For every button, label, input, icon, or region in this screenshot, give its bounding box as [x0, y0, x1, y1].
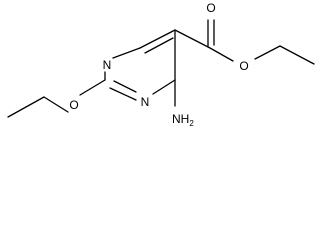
bond-n3-c2-inner — [113, 80, 137, 93]
amino-nh-label: NH — [172, 112, 189, 126]
bond-n1-c6 — [112, 47, 141, 59]
ethyl-ester-group — [174, 19, 315, 65]
atom-n-top: N — [103, 58, 112, 72]
atom-n-bottom: N — [141, 95, 150, 109]
bond-oester-ch2 — [254, 45, 281, 60]
bond-c5-carbonyl — [174, 29, 211, 49]
atom-o-ethoxy: O — [69, 98, 78, 112]
amino-subscript: 2 — [189, 119, 194, 128]
ethoxy-group — [7, 79, 106, 118]
bond-ch2-ch3 — [279, 45, 315, 65]
bond-carbonyl-oester — [209, 47, 234, 62]
bond-oethoxy-ch2 — [43, 96, 69, 113]
molecule-structure: O O N N O NH2 — [7, 1, 315, 128]
bond-c2-oethoxy — [79, 79, 106, 96]
bond-c6-c5 — [139, 29, 176, 49]
atom-o-ester: O — [239, 59, 248, 73]
bond-n3-c2 — [109, 87, 137, 101]
bond-c6-c5-inner — [144, 37, 174, 54]
bond-ethoxy-ch2-ch3 — [7, 96, 45, 118]
pyrimidine-ring — [104, 29, 176, 101]
atom-amino: NH2 — [172, 112, 194, 128]
bond-c4-n3 — [152, 79, 176, 95]
atom-o-carbonyl: O — [206, 1, 215, 15]
